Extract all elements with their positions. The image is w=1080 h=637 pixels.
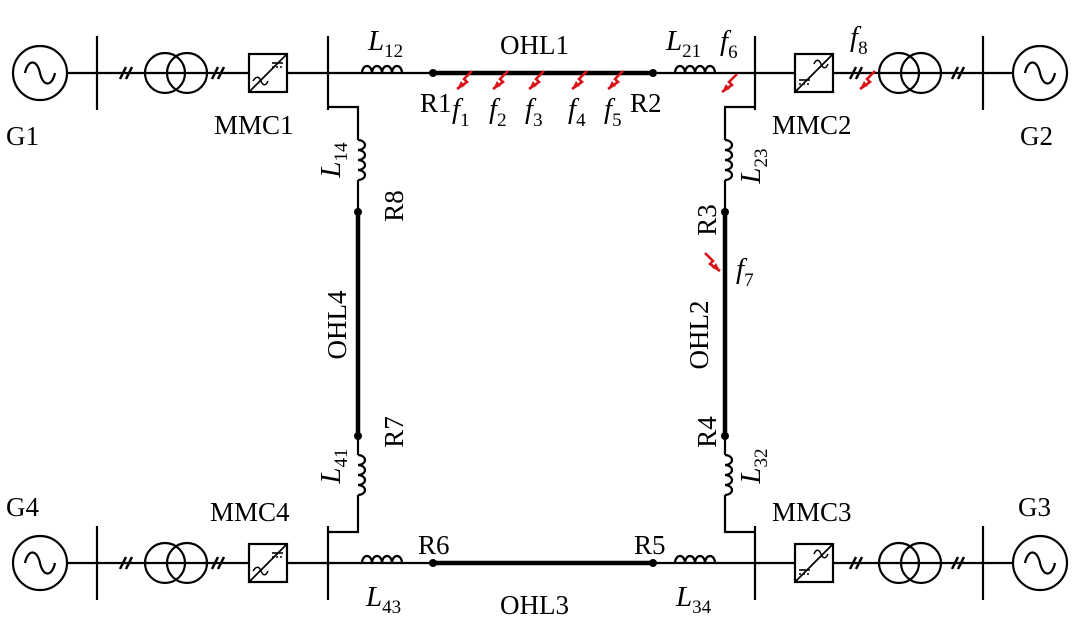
label-r7: R7 (379, 416, 409, 448)
label-l41: L41 (315, 448, 352, 484)
lightning-fault-icon (720, 72, 739, 94)
label-f2: f2 (489, 93, 507, 131)
label-r3: R3 (692, 204, 722, 236)
label-f8: f8 (850, 21, 868, 59)
coil-icon (356, 453, 367, 497)
right-branch (721, 105, 755, 534)
label-l21: L21 (665, 25, 701, 62)
relay-r1-node (429, 69, 437, 77)
label-r8: R8 (379, 190, 409, 222)
label-l43: L43 (365, 581, 401, 618)
lightning-fault-icon (703, 251, 722, 273)
label-f6: f6 (720, 25, 738, 63)
relay-r3-node (721, 208, 729, 216)
ac-dc-converter-icon (247, 52, 289, 94)
label-r4: R4 (692, 416, 722, 448)
coil-icon (723, 138, 734, 182)
ac-dc-converter-icon (793, 52, 835, 94)
sine-source-icon (1011, 534, 1069, 592)
labels: G1 G2 G3 G4 MMC1 MMC2 MMC3 MMC4 OHL1 OHL… (6, 21, 1053, 620)
label-r2: R2 (630, 88, 662, 118)
label-g4: G4 (6, 492, 39, 522)
label-l34: L34 (675, 581, 712, 618)
label-mmc2: MMC2 (772, 110, 852, 140)
label-ohl3: OHL3 (500, 590, 569, 620)
label-g3: G3 (1018, 492, 1051, 522)
label-l23: L23 (735, 148, 772, 184)
label-mmc3: MMC3 (772, 497, 852, 527)
sine-source-icon (11, 534, 69, 592)
relay-r2-node (649, 69, 657, 77)
label-l14: L14 (315, 142, 352, 179)
relay-r5-node (649, 559, 657, 567)
relay-r4-node (721, 432, 729, 440)
left-branch (328, 105, 367, 534)
sine-source-icon (1011, 44, 1069, 102)
label-mmc4: MMC4 (210, 497, 290, 527)
label-f7: f7 (736, 253, 754, 291)
sine-source-icon (11, 44, 69, 102)
label-f4: f4 (568, 93, 586, 131)
coil-icon (356, 138, 367, 182)
label-r6: R6 (418, 530, 450, 560)
label-f3: f3 (525, 93, 543, 131)
relay-r8-node (354, 208, 362, 216)
label-mmc1: MMC1 (214, 110, 294, 140)
label-g1: G1 (6, 121, 39, 151)
label-l32: L32 (735, 448, 772, 484)
fault-markers (455, 69, 877, 273)
label-ohl1: OHL1 (500, 30, 569, 60)
ac-dc-converter-icon (793, 542, 835, 584)
label-g2: G2 (1020, 121, 1053, 151)
label-r1: R1 (420, 88, 452, 118)
label-f5: f5 (604, 93, 622, 131)
label-l12: L12 (367, 25, 403, 62)
ac-dc-converter-icon (247, 542, 289, 584)
label-r5: R5 (634, 530, 666, 560)
relay-r7-node (354, 432, 362, 440)
relay-r6-node (429, 559, 437, 567)
bottom-feeder (11, 526, 1069, 600)
label-f1: f1 (452, 93, 470, 131)
label-ohl2: OHL2 (684, 301, 714, 370)
label-ohl4: OHL4 (322, 290, 352, 359)
coil-icon (723, 453, 734, 497)
